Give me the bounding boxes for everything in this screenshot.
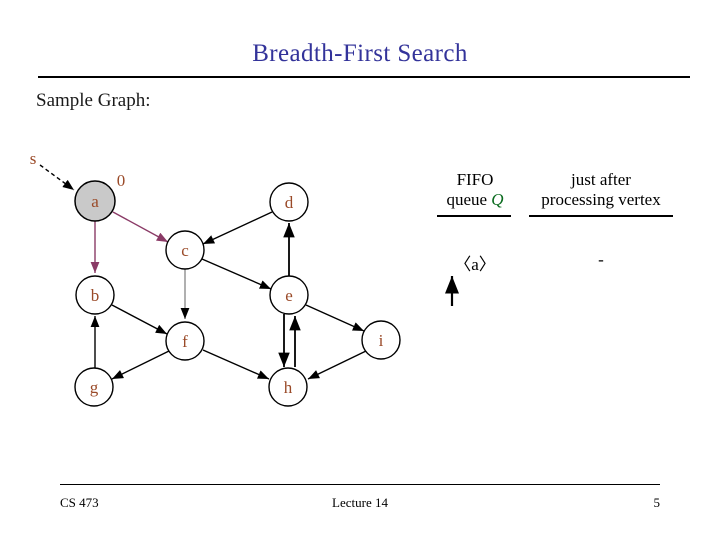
graph-diagram: a d c b e f i	[0, 120, 430, 430]
graph-node-b[interactable]: b	[75, 275, 115, 315]
graph-node-i-label: i	[379, 331, 384, 350]
edge-source-to-a	[39, 164, 75, 191]
graph-node-f[interactable]: f	[165, 321, 205, 361]
footer-lecture-name: Lecture 14	[332, 495, 388, 510]
edge-i-to-h	[307, 350, 367, 380]
distance-label-a: 0	[117, 171, 126, 190]
graph-node-c[interactable]: c	[165, 230, 205, 270]
graph-svg: a d c b e f i	[30, 149, 401, 407]
processed-vertex-header-line2: processing vertex	[541, 190, 661, 209]
graph-node-e-label: e	[285, 286, 293, 305]
processed-vertex-header-underline	[529, 215, 673, 217]
edge-a-to-c	[112, 211, 169, 243]
graph-node-g-label: g	[90, 378, 99, 397]
queue-contents-row-1: 〈a〉	[454, 255, 496, 274]
title-divider	[38, 76, 690, 78]
graph-node-c-label: c	[181, 241, 189, 260]
graph-node-a[interactable]: a	[74, 180, 116, 222]
sample-graph-heading: Sample Graph:	[36, 90, 151, 111]
processed-vertex-column-header: just after processing vertex	[525, 170, 677, 210]
queue-head-pointer-arrow	[444, 276, 460, 306]
source-vertex-label: s	[30, 149, 37, 168]
graph-node-f-label: f	[182, 332, 188, 351]
footer-course-code: CS 473	[60, 495, 99, 510]
processed-vertex-row-1: -	[598, 250, 604, 269]
edge-b-to-f	[111, 304, 168, 335]
edge-d-to-c	[202, 211, 273, 245]
graph-node-d[interactable]: d	[269, 182, 309, 222]
footer-page-number: 5	[653, 495, 661, 510]
processed-vertex-header-line1: just after	[571, 170, 631, 189]
graph-node-i[interactable]: i	[361, 320, 401, 360]
graph-node-h-label: h	[284, 378, 293, 397]
fifo-queue-header-text: queue	[446, 190, 492, 209]
fifo-queue-header-underline	[437, 215, 511, 217]
edge-f-to-g	[111, 350, 170, 380]
fifo-queue-header-line2: queue Q	[446, 190, 503, 210]
graph-node-a-label: a	[91, 192, 99, 211]
fifo-queue-header-line1: FIFO	[456, 170, 494, 189]
edge-c-to-e	[201, 258, 272, 290]
graph-node-b-label: b	[91, 286, 100, 305]
page-title: Breadth-First Search	[252, 40, 468, 67]
edge-e-to-i	[305, 304, 365, 332]
graph-node-h[interactable]: h	[268, 367, 308, 407]
graph-node-e[interactable]: e	[269, 275, 309, 315]
graph-node-d-label: d	[285, 193, 294, 212]
queue-symbol-q: Q	[491, 190, 504, 209]
footer-divider	[60, 484, 660, 485]
fifo-queue-column-header: FIFO queue Q	[420, 170, 530, 210]
edge-f-to-h	[202, 349, 270, 380]
graph-node-g[interactable]: g	[74, 367, 114, 407]
